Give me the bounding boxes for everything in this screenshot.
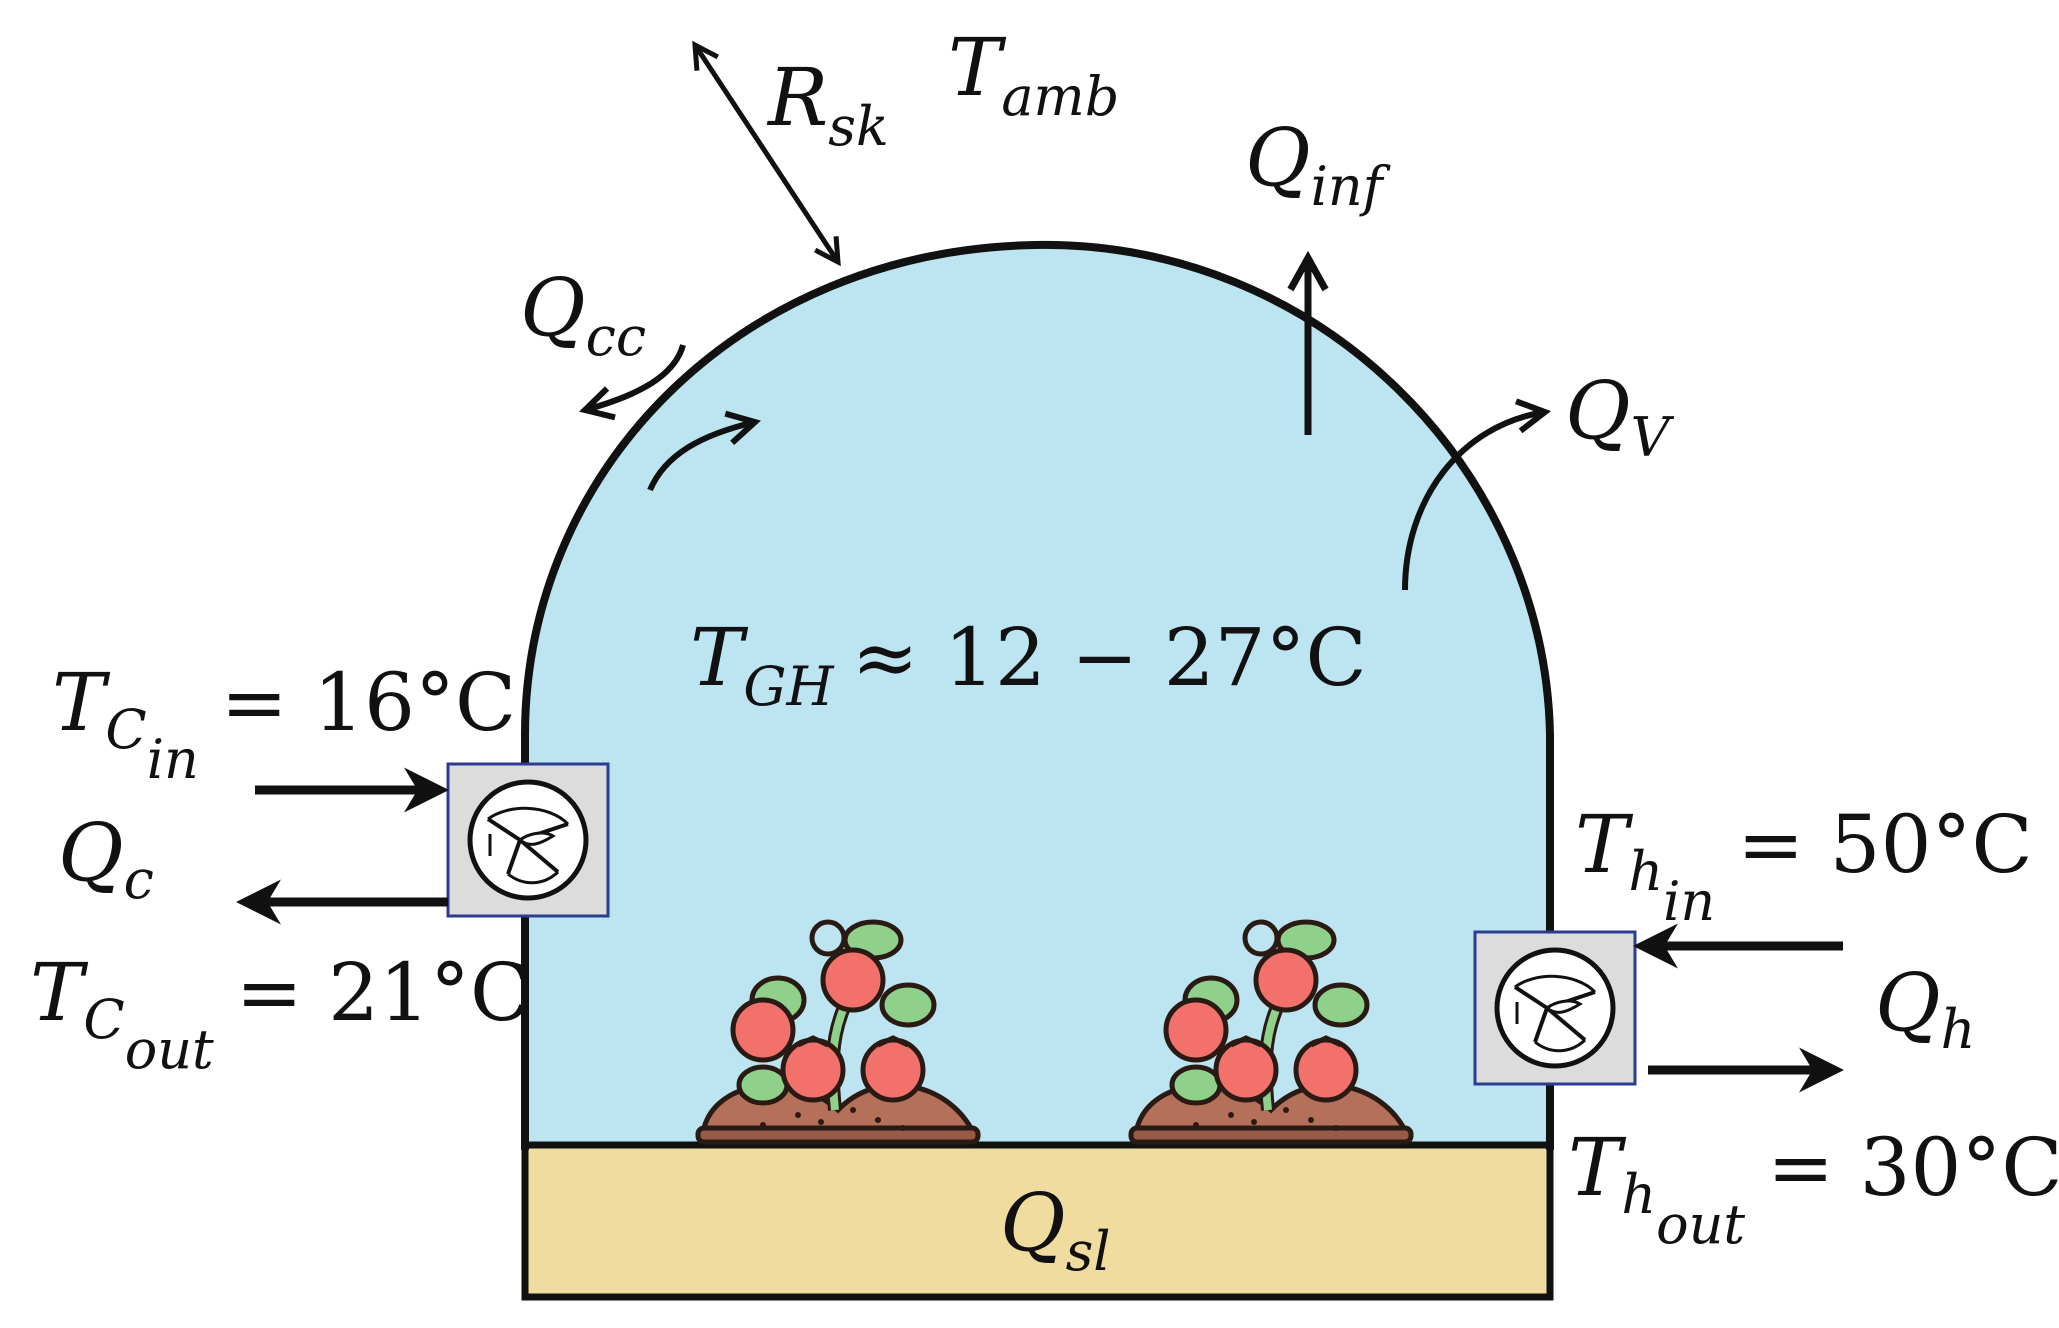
ambient-temperature-label: Tamb: [948, 21, 1119, 128]
greenhouse-outline: [521, 240, 1554, 1150]
cold-inlet-temperature-label: TCin= 16°C: [52, 656, 516, 791]
fan-icon: [448, 764, 608, 916]
sky-radiation-label: Rsk: [766, 51, 889, 158]
convection-in-arrow: [647, 422, 755, 492]
soil-layer: [521, 1141, 1554, 1301]
infiltration-label: Qinf: [1245, 111, 1391, 218]
hot-inlet-temperature-label: Thin= 50°C: [1575, 798, 2033, 933]
greenhouse-temperature-label: TGH≈ 12 − 27°C: [690, 611, 1367, 718]
convection-label: Qcc: [520, 261, 646, 368]
soil-heat-label: Qsl: [1000, 1176, 1111, 1283]
convection-out-arrow: [585, 344, 686, 410]
hot-outlet-temperature-label: Thout= 30°C: [1568, 1121, 2059, 1256]
fan-icon: [1475, 932, 1635, 1084]
ventilation-label: QV: [1565, 364, 1675, 469]
cold-heat-flow-label: Qc: [58, 806, 154, 911]
cold-outlet-temperature-label: TCout= 21°C: [30, 946, 531, 1081]
hot-heat-flow-label: Qh: [1875, 956, 1975, 1061]
ventilation-arrow: [1402, 412, 1545, 591]
sky-radiation-arrow: [695, 45, 838, 262]
